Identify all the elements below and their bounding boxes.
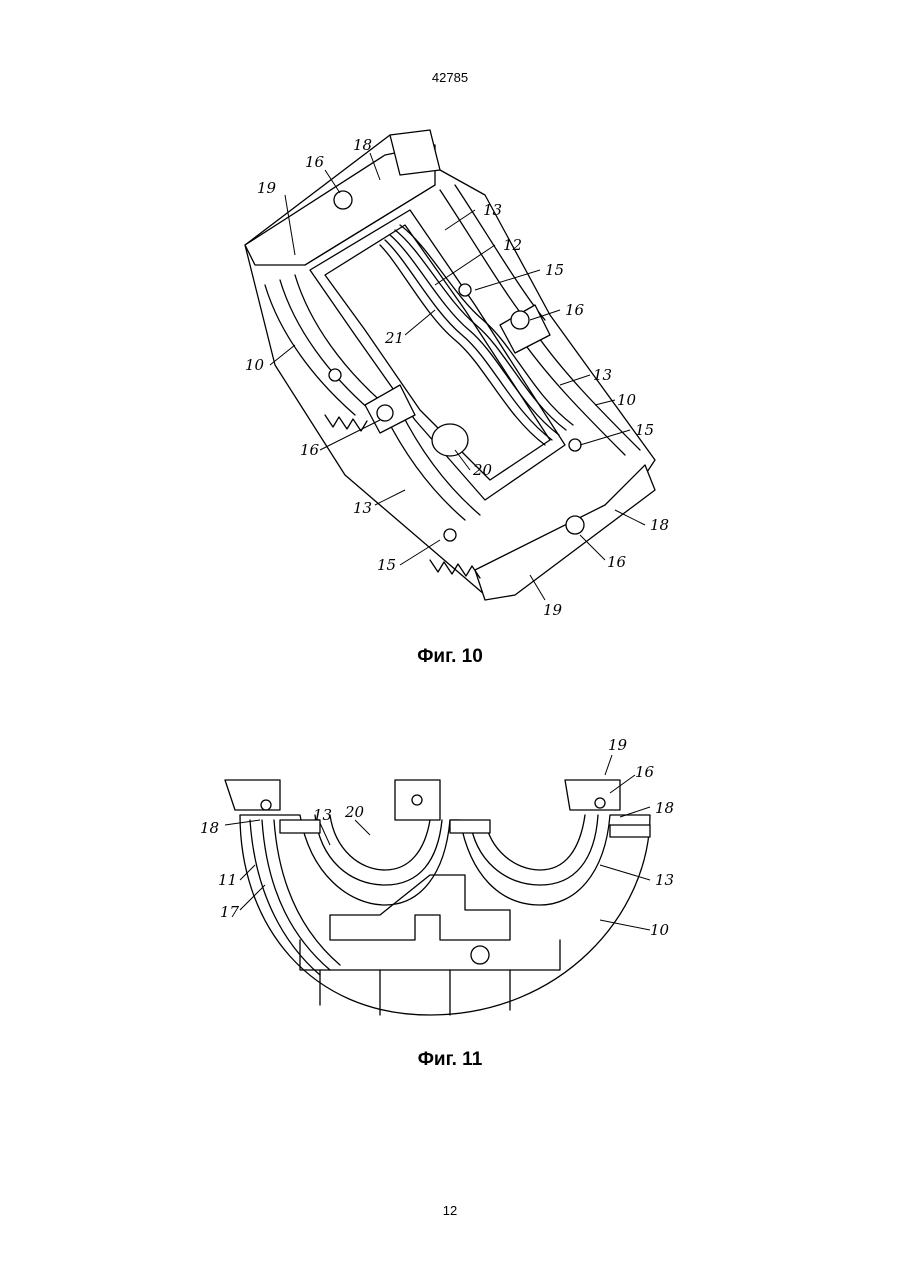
label: 17 xyxy=(220,903,240,921)
hole xyxy=(377,405,393,421)
figure-11-svg: 19 16 18 18 13 20 11 17 13 10 xyxy=(180,725,700,1035)
label: 13 xyxy=(313,806,332,824)
label: 16 xyxy=(607,553,627,571)
figure-10-svg: 16 18 19 13 12 15 21 16 10 13 10 16 20 1… xyxy=(185,115,725,635)
label: 11 xyxy=(218,871,237,889)
label: 16 xyxy=(565,301,585,319)
label: 18 xyxy=(200,819,219,837)
mid-tab xyxy=(450,820,490,833)
label: 18 xyxy=(655,799,674,817)
figure-10-caption: Фиг. 10 xyxy=(0,646,900,668)
figure-11-caption: Фиг. 11 xyxy=(0,1049,900,1071)
hole xyxy=(569,439,581,451)
label: 13 xyxy=(655,871,674,889)
right-flange xyxy=(565,780,620,810)
hole xyxy=(444,529,456,541)
hole xyxy=(329,369,341,381)
hole xyxy=(412,795,422,805)
label: 19 xyxy=(543,601,563,619)
label: 16 xyxy=(635,763,655,781)
hole xyxy=(459,284,471,296)
label: 16 xyxy=(300,441,320,459)
right-tab xyxy=(610,825,650,837)
label: 21 xyxy=(384,329,404,347)
page-number: 12 xyxy=(0,1203,900,1218)
label: 12 xyxy=(503,236,522,254)
hole xyxy=(334,191,352,209)
label: 20 xyxy=(344,803,365,821)
figure-10-drawing: 16 18 19 13 12 15 21 16 10 13 10 16 20 1… xyxy=(185,115,725,635)
label: 19 xyxy=(608,736,628,754)
figure-11-drawing: 19 16 18 18 13 20 11 17 13 10 xyxy=(180,725,700,1035)
label: 20 xyxy=(472,461,493,479)
label: 13 xyxy=(353,499,372,517)
label: 10 xyxy=(245,356,265,374)
hole xyxy=(261,800,271,810)
shell-body xyxy=(240,815,650,1015)
hole xyxy=(471,946,489,964)
label: 15 xyxy=(377,556,396,574)
label: 13 xyxy=(483,201,502,219)
label: 16 xyxy=(305,153,325,171)
label: 15 xyxy=(545,261,564,279)
hole xyxy=(566,516,584,534)
label: 13 xyxy=(593,366,612,384)
hole xyxy=(511,311,529,329)
center-hole xyxy=(432,424,468,456)
left-flange xyxy=(225,780,280,810)
label: 18 xyxy=(650,516,669,534)
label: 15 xyxy=(635,421,654,439)
document-number: 42785 xyxy=(0,70,900,85)
label: 18 xyxy=(353,136,372,154)
hole xyxy=(595,798,605,808)
label: 10 xyxy=(617,391,637,409)
label: 19 xyxy=(257,179,277,197)
label: 10 xyxy=(650,921,670,939)
